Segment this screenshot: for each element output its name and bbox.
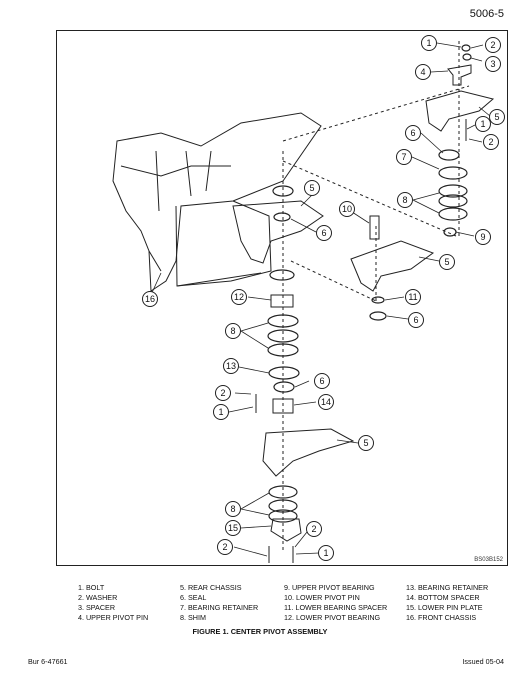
callout-11: 11 [408, 292, 417, 302]
callout-5: 5 [444, 257, 449, 267]
legend-column: 1. BOLT 2. WASHER 3. SPACER 4. UPPER PIV… [78, 583, 148, 623]
front-chassis-drawing [112, 112, 322, 292]
callout-5: 5 [363, 438, 368, 448]
callout-14: 14 [321, 397, 331, 407]
legend-item: 1. BOLT [78, 583, 105, 592]
legend-item: 3. SPACER [78, 603, 116, 612]
legend-item: 5. REAR CHASSIS [180, 583, 242, 592]
callout-5: 5 [309, 183, 314, 193]
callout-10: 10 [342, 204, 352, 214]
callout-2: 2 [488, 137, 493, 147]
legend-item: 7. BEARING RETAINER [180, 603, 259, 612]
callout-4: 4 [420, 67, 425, 77]
callout-15: 15 [228, 523, 238, 533]
callout-2: 2 [222, 542, 227, 552]
callout-12: 12 [234, 292, 244, 302]
assembly-axis-lines [282, 41, 470, 551]
legend-column: 9. UPPER PIVOT BEARING 10. LOWER PIVOT P… [284, 583, 387, 623]
callout-7: 7 [401, 152, 406, 162]
legend-item: 10. LOWER PIVOT PIN [284, 593, 360, 602]
legend-item: 15. LOWER PIN PLATE [406, 603, 483, 612]
callout-6: 6 [413, 315, 418, 325]
callout-8: 8 [402, 195, 407, 205]
legend-item: 8. SHIM [180, 613, 206, 622]
legend-item: 9. UPPER PIVOT BEARING [284, 583, 375, 592]
callout-5: 5 [494, 112, 499, 122]
figure-caption: FIGURE 1. CENTER PIVOT ASSEMBLY [192, 627, 328, 636]
figure-frame: 1 2 3 4 5 1 2 6 7 8 9 5 6 10 5 11 6 12 8… [56, 30, 508, 566]
callout-16: 16 [145, 294, 155, 304]
callout-13: 13 [226, 361, 236, 371]
legend-column: 13. BEARING RETAINER 14. BOTTOM SPACER 1… [406, 583, 488, 623]
footer-issue-date: Issued 05-04 [462, 657, 504, 666]
legend-item: 16. FRONT CHASSIS [406, 613, 477, 622]
callout-1: 1 [480, 119, 485, 129]
legend-column: 5. REAR CHASSIS 6. SEAL 7. BEARING RETAI… [180, 583, 258, 623]
callout-6: 6 [321, 228, 326, 238]
callout-6: 6 [319, 376, 324, 386]
callout-8: 8 [230, 326, 235, 336]
callout-8: 8 [230, 504, 235, 514]
legend-item: 13. BEARING RETAINER [406, 583, 489, 592]
callout-2: 2 [311, 524, 316, 534]
legend-item: 2. WASHER [78, 593, 118, 602]
callout-3: 3 [490, 59, 495, 69]
callout-9: 9 [480, 232, 485, 242]
callout-1: 1 [218, 407, 223, 417]
footer-document-number: Bur 6-47661 [28, 657, 68, 666]
legend-item: 6. SEAL [180, 593, 207, 602]
page-number: 5006-5 [469, 8, 504, 20]
legend-item: 12. LOWER PIVOT BEARING [284, 613, 381, 622]
callout-6: 6 [410, 128, 415, 138]
legend-item: 11. LOWER BEARING SPACER [284, 603, 388, 612]
callout-2: 2 [220, 388, 225, 398]
callout-1: 1 [426, 38, 431, 48]
legend-item: 14. BOTTOM SPACER [406, 593, 480, 602]
legend-item: 4. UPPER PIVOT PIN [78, 613, 149, 622]
drawing-code: BS03B152 [474, 557, 503, 563]
callout-2: 2 [490, 40, 495, 50]
exploded-assembly-drawing: 1 2 3 4 5 1 2 6 7 8 9 5 6 10 5 11 6 12 8… [112, 35, 505, 563]
callout-1: 1 [323, 548, 328, 558]
